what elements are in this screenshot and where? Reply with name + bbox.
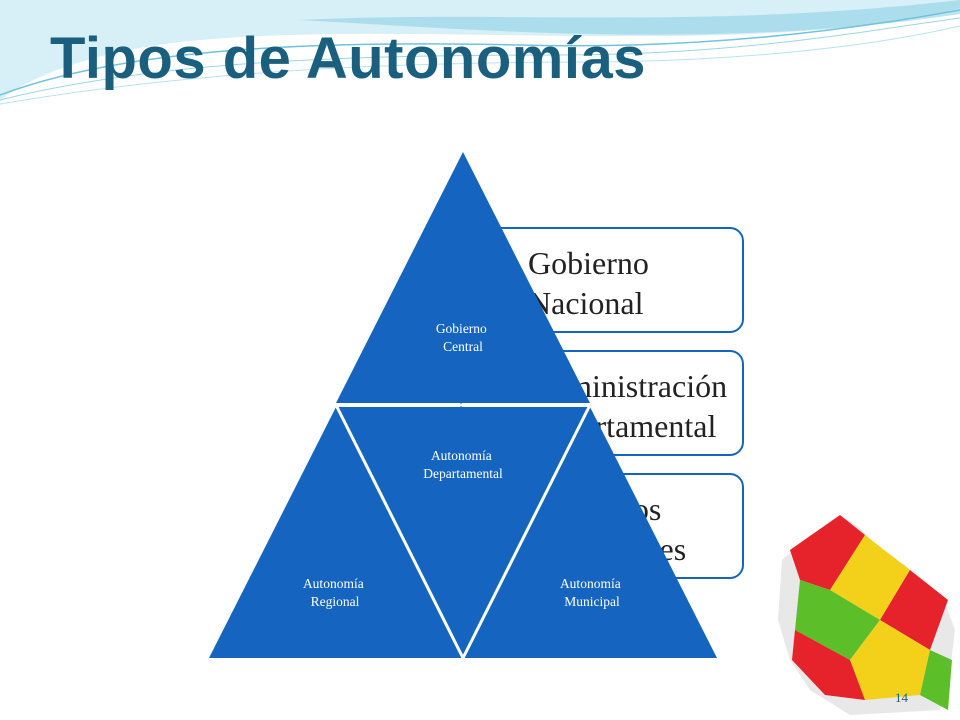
header-wave-decoration: [0, 0, 960, 105]
triangle-bottom-right-label: Autonomía Municipal: [560, 576, 624, 609]
level-box-gobierno-nacional: Gobierno Nacional: [460, 227, 744, 333]
triangle-middle-label: Autonomía Departamental: [423, 448, 503, 481]
bolivia-map-decoration: [778, 515, 955, 715]
page-title: Tipos de Autonomías: [50, 26, 646, 91]
triangle-middle: [336, 407, 590, 658]
level-label: Gobierno Nacional: [528, 245, 649, 321]
triangle-bottom-left-label: Autonomía Regional: [303, 576, 367, 609]
triangle-top: [336, 152, 590, 403]
triangle-bottom-left: [209, 407, 463, 658]
triangle-bottom-right: [463, 407, 717, 658]
page-number: 14: [895, 690, 908, 705]
triangle-top-label: Gobierno Central: [436, 321, 490, 354]
